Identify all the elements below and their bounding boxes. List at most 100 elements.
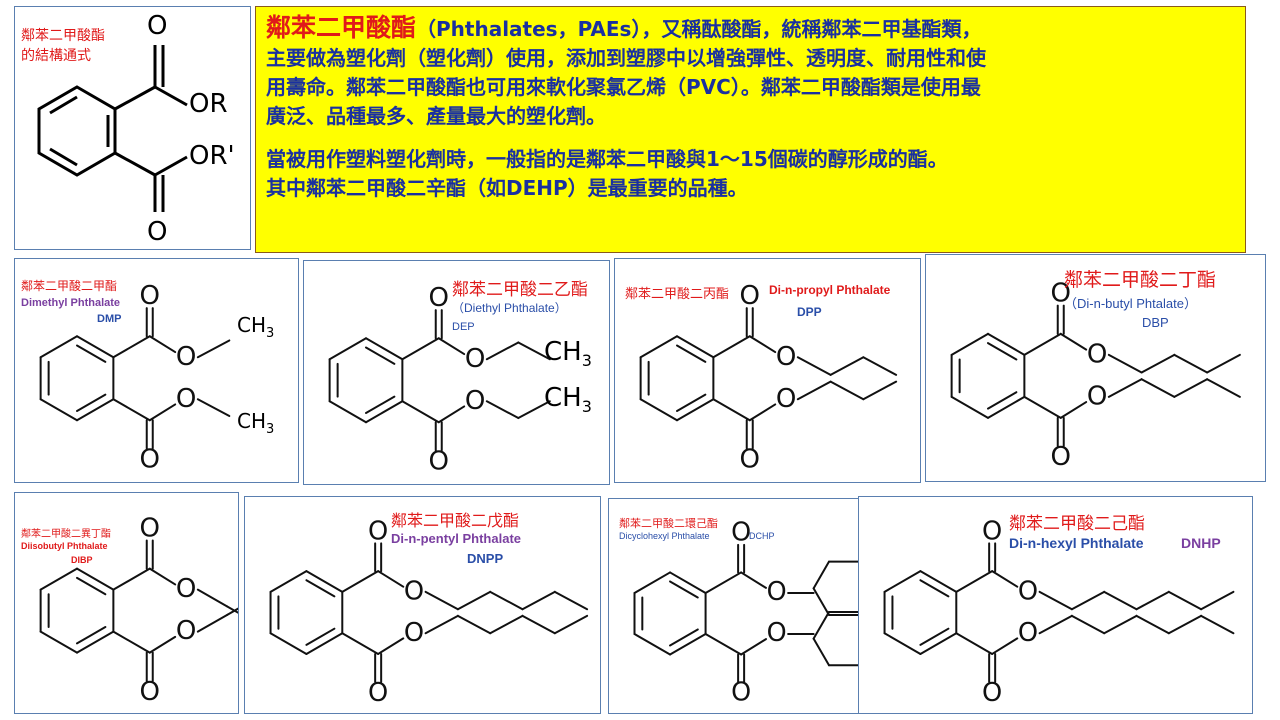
carbonyl-link-bond <box>955 632 994 655</box>
benzene-double-bond <box>365 346 396 365</box>
dep-ch3-bottom: CH3 <box>544 383 592 417</box>
benzene-bond <box>365 337 404 361</box>
carbonyl-oxygen: O <box>731 677 751 707</box>
chain-bond <box>1140 353 1176 374</box>
carbonyl-link-bond <box>341 570 380 593</box>
chain-bond <box>485 341 520 361</box>
chain-bond <box>1167 614 1203 635</box>
carbonyl-link-bond <box>112 630 151 654</box>
general-ester-or-prime: OR' <box>189 141 235 171</box>
ester-oxygen: O <box>767 617 787 647</box>
benzene-bond <box>305 632 344 655</box>
chain-bond <box>1167 590 1203 611</box>
dchp-abbreviation: DCHP <box>749 531 775 541</box>
benzene-double-bond <box>76 576 107 596</box>
benzene-bond <box>39 398 78 422</box>
ester-oxygen: O <box>465 344 486 374</box>
benzene-bond <box>950 395 989 419</box>
dmp-abbreviation: DMP <box>97 313 122 325</box>
ester-oxygen: O <box>465 386 486 416</box>
chain-bond <box>553 614 589 635</box>
chain-bond <box>1038 614 1073 635</box>
benzene-double-bond <box>76 626 107 645</box>
benzene-bond <box>883 570 922 593</box>
benzene-bond <box>950 332 989 356</box>
carbonyl-link-bond <box>112 567 151 591</box>
carbonyl-oxygen: O <box>139 445 160 475</box>
cyclohexane-bond <box>812 587 830 616</box>
carbonyl-oxygen: O <box>739 281 760 311</box>
general-ester-or: OR <box>189 89 228 119</box>
chain-bond <box>485 400 520 420</box>
chain-bond <box>1107 353 1143 374</box>
dchp-english-name: Dicyclohexyl Phthalate <box>619 531 710 541</box>
chain-bond <box>196 588 229 608</box>
carbonyl-link-bond <box>341 632 380 655</box>
info-line5: 當被用作塑料塑化劑時，一般指的是鄰苯二甲酸與1～15個碳的醇形成的酯。 <box>266 147 948 171</box>
carbonyl-oxygen: O <box>428 283 449 313</box>
ester-bond <box>148 403 177 422</box>
dbp-abbreviation: DBP <box>1142 315 1169 330</box>
ester-oxygen: O <box>404 618 424 648</box>
ester-oxygen: O <box>1018 618 1038 648</box>
carbonyl-link-bond <box>112 398 151 422</box>
carbonyl-link-bond <box>1023 395 1062 419</box>
benzene-bond <box>39 567 78 591</box>
chain-bond <box>862 356 898 376</box>
info-title-rest: （Phthalates，PAEs），又稱酞酸酯，統稱鄰苯二甲基酯類， <box>416 17 982 41</box>
benzene-bond <box>639 398 678 422</box>
chain-bond <box>196 339 231 359</box>
carbonyl-oxygen: O <box>1050 442 1071 472</box>
carbonyl-oxygen: O <box>982 678 1002 708</box>
benzene-bond <box>919 570 958 593</box>
chain-bond <box>489 614 524 635</box>
dep-chinese-name: 鄰苯二甲酸二乙酯 <box>452 280 588 300</box>
carbonyl-oxygen: O <box>428 447 449 477</box>
chain-bond <box>1135 590 1170 611</box>
chain-bond <box>796 380 832 401</box>
chain-bond <box>424 590 459 611</box>
benzene-bond <box>76 567 115 591</box>
ester-bond <box>437 405 466 424</box>
chain-bond <box>829 356 865 376</box>
dbp-chinese-name: 鄰苯二甲酸二丁酯 <box>1064 269 1217 291</box>
dep-ch3-top: CH3 <box>544 337 592 371</box>
chain-bond <box>424 614 459 635</box>
info-line6: 其中鄰苯二甲酸二辛酯（如DEHP）是最重要的品種。 <box>266 176 748 200</box>
chain-bond <box>1070 590 1106 611</box>
dibp-abbreviation: DIBP <box>71 555 93 565</box>
carbonyl-link-bond <box>1023 332 1062 356</box>
dnhp-abbreviation: DNHP <box>1181 535 1221 551</box>
benzene-bond <box>883 632 922 655</box>
chain-bond <box>1200 614 1235 635</box>
benzene-bond <box>633 571 672 594</box>
chain-bond <box>829 380 865 401</box>
general-o-bottom: O <box>147 217 168 247</box>
benzene-bond <box>987 395 1026 419</box>
chain-bond <box>1070 614 1106 635</box>
ester-bond <box>740 638 767 656</box>
chain-bond <box>1107 378 1143 398</box>
chain-bond <box>521 614 556 635</box>
chain-bond <box>862 380 898 401</box>
benzene-double-bond <box>365 395 396 415</box>
dnhp-chinese-name: 鄰苯二甲酸二己酯 <box>1009 514 1145 534</box>
benzene-double-bond <box>919 579 950 598</box>
benzene-bond <box>328 400 367 424</box>
dpp-english-name: Di-n-propyl Phthalate <box>769 283 891 297</box>
carbonyl-oxygen: O <box>139 513 160 543</box>
chain-bond <box>196 613 229 633</box>
dmp-ch3-top: CH3 <box>237 313 275 341</box>
cyclohexane-bond <box>812 560 830 590</box>
benzene-bond <box>676 398 715 422</box>
chain-bond <box>796 356 832 376</box>
ester-oxygen: O <box>1087 339 1108 369</box>
benzene-double-bond <box>305 579 336 598</box>
ester-oxygen: O <box>176 616 197 646</box>
